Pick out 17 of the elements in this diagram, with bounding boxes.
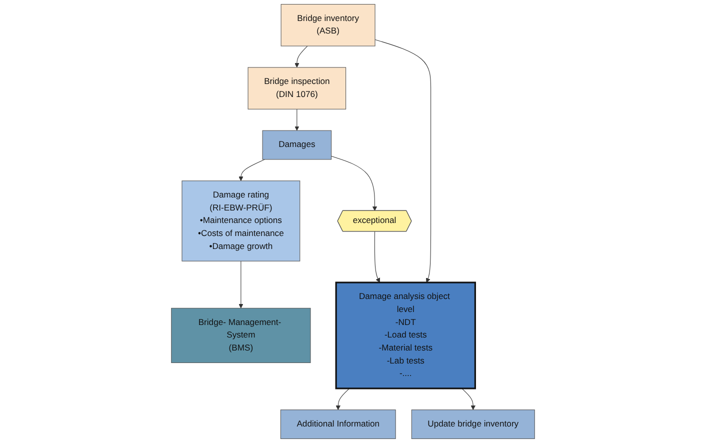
node-box: Bridge inspection (DIN 1076)	[248, 67, 346, 110]
arrow	[294, 46, 308, 68]
node-box: Bridge inventory (ASB)	[280, 4, 376, 46]
arrow	[238, 159, 266, 182]
arrow	[374, 231, 380, 283]
arrow	[238, 260, 244, 308]
arrow	[331, 156, 378, 212]
node-box: Bridge- Management- System (BMS)	[171, 308, 311, 364]
node-box: Additional Information	[280, 410, 396, 439]
arrow	[294, 108, 300, 131]
arrow	[462, 388, 476, 410]
node-box: Damages	[262, 130, 332, 160]
arrow	[374, 39, 432, 283]
node-box: Damage analysis object level -NDT -Load tests -Material tests -Lab tests -....	[335, 282, 476, 390]
node-box: Update bridge inventory	[411, 410, 535, 439]
node-box: Damage rating (RI-EBW-PRÜF) •Maintenance options •Costs of maintenance •Damage growth	[182, 180, 300, 262]
arrow	[336, 388, 350, 410]
